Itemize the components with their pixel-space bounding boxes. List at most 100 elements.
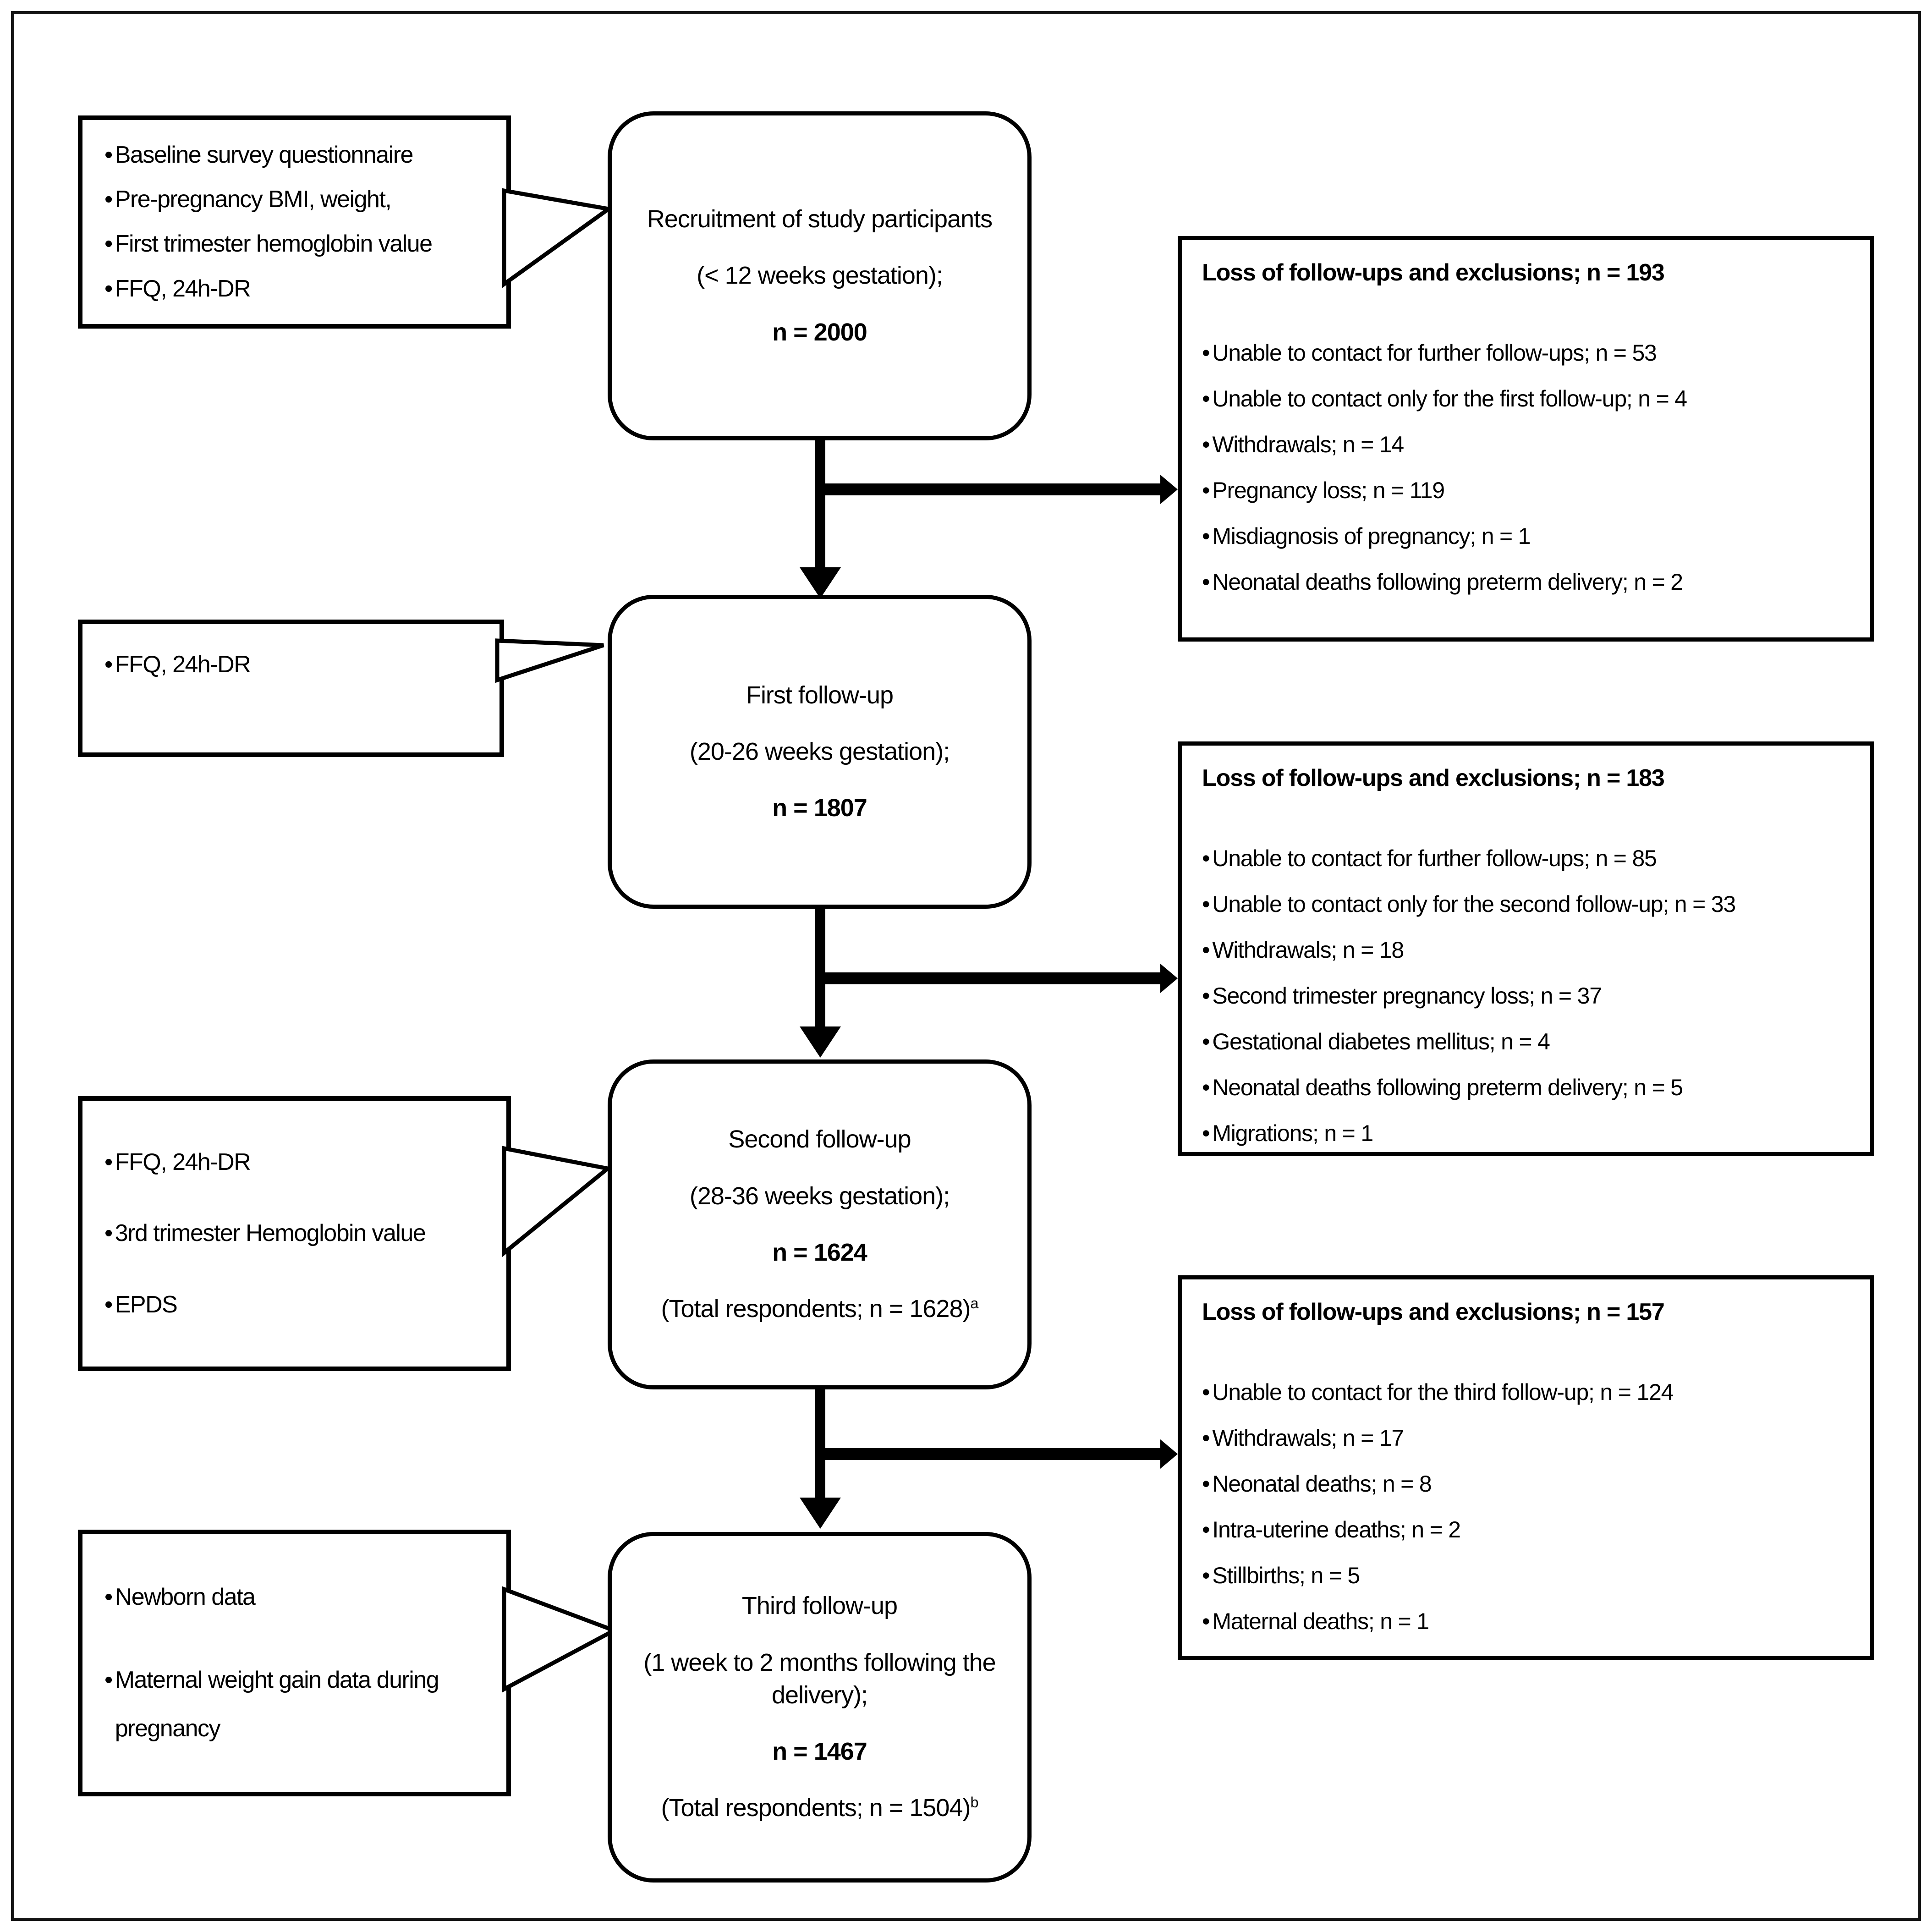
stage-subtitle: (28-36 weeks gestation); xyxy=(689,1182,950,1210)
bullet-icon: • xyxy=(1202,1425,1210,1451)
bullet-icon: • xyxy=(1202,1075,1210,1101)
exclusion-item-text: Gestational diabetes mellitus; n = 4 xyxy=(1212,1029,1550,1055)
bullet-icon: • xyxy=(1202,891,1210,917)
stage-first-followup: First follow-up (20-26 weeks gestation);… xyxy=(608,595,1032,909)
stage-subtitle: (< 12 weeks gestation); xyxy=(697,262,943,290)
exclusion-item-text: Maternal deaths; n = 1 xyxy=(1212,1608,1429,1635)
note-item-text: First trimester hemoglobin value xyxy=(115,231,433,258)
list-item: •Unable to contact for further follow-up… xyxy=(1202,340,1852,366)
list-item: •Unable to contact for further follow-up… xyxy=(1202,845,1852,871)
stage-n-value: n = 1807 xyxy=(772,794,867,822)
footnote-marker: b xyxy=(970,1794,978,1811)
list-item: •Intra-uterine deaths; n = 2 xyxy=(1202,1517,1852,1542)
stage-title: First follow-up xyxy=(746,681,894,709)
bullet-icon: • xyxy=(1202,983,1210,1009)
list-item: •Unable to contact only for the second f… xyxy=(1202,891,1852,917)
bullet-icon: • xyxy=(104,141,113,168)
exclusion-item-text: Intra-uterine deaths; n = 2 xyxy=(1212,1517,1461,1543)
note-item-text: FFQ, 24h-DR xyxy=(115,1148,251,1175)
exclusion-item-text: Neonatal deaths following preterm delive… xyxy=(1212,1075,1683,1101)
bullet-icon: • xyxy=(1202,340,1210,366)
bullet-icon: • xyxy=(104,1148,113,1175)
list-item: •Maternal weight gain data during pregna… xyxy=(104,1656,494,1753)
bullet-icon: • xyxy=(1202,1517,1210,1543)
exclusions-list: •Unable to contact for further follow-up… xyxy=(1202,340,1852,595)
note-item-text: Newborn data xyxy=(115,1584,256,1611)
bullet-icon: • xyxy=(104,231,113,258)
exclusions-heading: Loss of follow-ups and exclusions; n = 1… xyxy=(1202,1299,1665,1325)
flow-arrow-down-3 xyxy=(815,1389,825,1499)
bullet-icon: • xyxy=(104,186,113,213)
list-item: •Gestational diabetes mellitus; n = 4 xyxy=(1202,1029,1852,1054)
arrowhead-right-icon xyxy=(1160,1439,1178,1469)
exclusion-item-text: Unable to contact only for the first fol… xyxy=(1212,386,1687,412)
bullet-icon: • xyxy=(1202,569,1210,595)
bullet-icon: • xyxy=(104,651,113,678)
callout-tail-icon xyxy=(495,638,604,683)
callout-tail-icon xyxy=(502,188,614,288)
list-item: •EPDS xyxy=(104,1291,494,1319)
stage-recruitment: Recruitment of study participants (< 12 … xyxy=(608,111,1032,440)
exclusion-item-text: Unable to contact for further follow-ups… xyxy=(1212,845,1657,872)
bullet-icon: • xyxy=(1202,1379,1210,1405)
exclusion-item-text: Unable to contact for further follow-ups… xyxy=(1212,340,1657,366)
bullet-icon: • xyxy=(1202,1608,1210,1635)
arrowhead-down-icon xyxy=(800,1026,841,1058)
note-item-text: Maternal weight gain data during pregnan… xyxy=(115,1666,439,1742)
note-content: •FFQ, 24h-DR •3rd trimester Hemoglobin v… xyxy=(82,1101,506,1367)
list-item: •Withdrawals; n = 18 xyxy=(1202,937,1852,963)
note-item-text: FFQ, 24h-DR xyxy=(115,651,251,678)
arrowhead-down-icon xyxy=(800,1498,841,1529)
list-item: •Newborn data xyxy=(104,1573,494,1622)
stage-title: Third follow-up xyxy=(741,1592,898,1620)
stage-subtitle: (1 week to 2 months following the delive… xyxy=(643,1648,996,1709)
flow-arrow-down-2 xyxy=(815,909,825,1028)
exclusions-list: •Unable to contact for the third follow-… xyxy=(1202,1379,1852,1634)
list-item: •Misdiagnosis of pregnancy; n = 1 xyxy=(1202,523,1852,549)
bullet-icon: • xyxy=(1202,937,1210,963)
note-second-followup-measures: •FFQ, 24h-DR •3rd trimester Hemoglobin v… xyxy=(78,1096,511,1371)
list-item: •Pre-pregnancy BMI, weight, xyxy=(104,186,494,214)
callout-tail-icon xyxy=(502,1586,619,1693)
exclusion-item-text: Unable to contact for the third follow-u… xyxy=(1212,1379,1674,1405)
stage-title: Recruitment of study participants xyxy=(647,205,993,233)
exclusion-item-text: Migrations; n = 1 xyxy=(1212,1120,1373,1147)
note-item-text: 3rd trimester Hemoglobin value xyxy=(115,1220,426,1247)
note-content: •Baseline survey questionnaire •Pre-preg… xyxy=(82,120,506,324)
note-item-text: EPDS xyxy=(115,1291,178,1318)
branch-line-3 xyxy=(820,1448,1161,1460)
stage-n-value: n = 2000 xyxy=(772,318,867,346)
branch-line-2 xyxy=(820,972,1161,984)
flow-arrow-down-1 xyxy=(815,440,825,569)
list-item: •FFQ, 24h-DR xyxy=(104,1148,494,1176)
list-item: •Migrations; n = 1 xyxy=(1202,1120,1852,1146)
list-item: •FFQ, 24h-DR xyxy=(104,275,494,303)
bullet-icon: • xyxy=(1202,478,1210,504)
list-item: •3rd trimester Hemoglobin value xyxy=(104,1219,494,1247)
exclusion-item-text: Withdrawals; n = 14 xyxy=(1212,432,1404,458)
note-item-text: FFQ, 24h-DR xyxy=(115,275,251,302)
list-item: •Pregnancy loss; n = 119 xyxy=(1202,478,1852,503)
list-item: •Withdrawals; n = 14 xyxy=(1202,432,1852,457)
bullet-icon: • xyxy=(1202,1120,1210,1147)
list-item: •Unable to contact for the third follow-… xyxy=(1202,1379,1852,1405)
arrowhead-right-icon xyxy=(1160,475,1178,504)
exclusion-item-text: Neonatal deaths following preterm delive… xyxy=(1212,569,1683,595)
bullet-icon: • xyxy=(104,1220,113,1247)
exclusion-item-text: Pregnancy loss; n = 119 xyxy=(1212,478,1445,504)
stage-second-followup: Second follow-up (28-36 weeks gestation)… xyxy=(608,1059,1032,1389)
bullet-icon: • xyxy=(1202,1471,1210,1497)
bullet-icon: • xyxy=(104,1584,113,1611)
bullet-icon: • xyxy=(104,1666,113,1693)
exclusion-item-text: Withdrawals; n = 18 xyxy=(1212,937,1404,963)
stage-third-followup: Third follow-up (1 week to 2 months foll… xyxy=(608,1532,1032,1883)
callout-tail-icon xyxy=(502,1146,613,1257)
list-item: •Stillbirths; n = 5 xyxy=(1202,1563,1852,1588)
stage-subtitle: (20-26 weeks gestation); xyxy=(689,737,950,765)
exclusion-item-text: Neonatal deaths; n = 8 xyxy=(1212,1471,1432,1497)
bullet-icon: • xyxy=(1202,845,1210,872)
list-item: •Neonatal deaths; n = 8 xyxy=(1202,1471,1852,1497)
stage-title: Second follow-up xyxy=(728,1125,911,1153)
bullet-icon: • xyxy=(1202,523,1210,549)
